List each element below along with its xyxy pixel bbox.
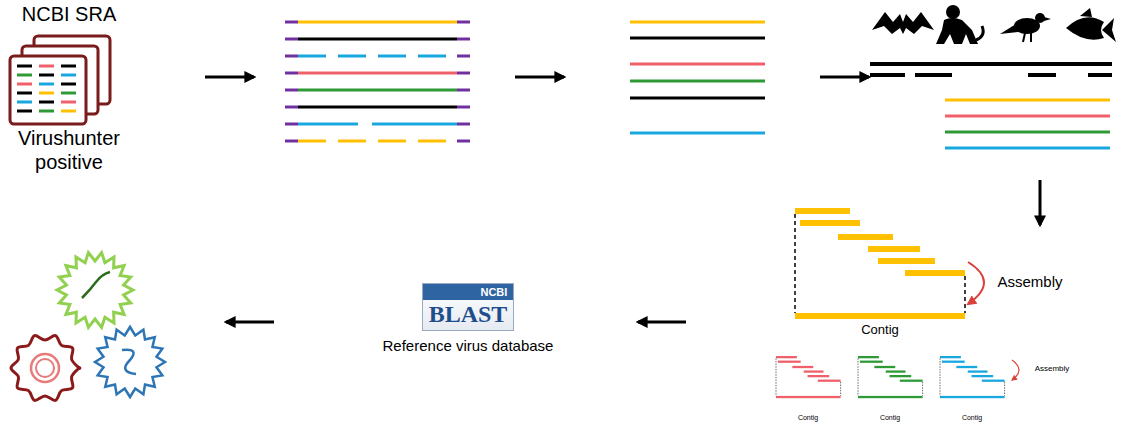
label-holder: Contig xyxy=(880,414,900,421)
source-title: NCBI SRA xyxy=(22,2,116,26)
database-caption: Reference virus database xyxy=(383,337,554,354)
label-holder: Assembly xyxy=(997,273,1062,290)
blast-node: NCBIBLAST Reference virus database xyxy=(383,283,554,354)
contig-label: Contig xyxy=(798,414,818,421)
source-caption: Virushunter positive xyxy=(4,126,134,174)
label-holder: Contig xyxy=(798,414,818,421)
step-label: Assembly xyxy=(997,273,1062,290)
read-dashes xyxy=(17,66,76,111)
assembly-arrow xyxy=(1012,360,1019,380)
sra-document-icon xyxy=(10,36,110,124)
clean-reads xyxy=(630,22,765,133)
logo-band: NCBI xyxy=(423,284,514,300)
contig-label: Contig xyxy=(880,414,900,421)
unmapped-reads xyxy=(945,100,1110,148)
assembly-panels xyxy=(776,208,1005,398)
host-genome-mapping xyxy=(870,64,1112,75)
assembly-arrow xyxy=(968,262,984,304)
contig-label: Contig xyxy=(962,414,982,421)
trimmed-reads xyxy=(285,22,470,141)
step-label: Assembly xyxy=(1035,364,1070,373)
flow-arrows xyxy=(205,77,1040,322)
host-silhouettes xyxy=(872,5,1116,44)
label-holder: Contig xyxy=(962,414,982,421)
source-node: NCBI SRA Virushunter positive xyxy=(4,2,134,174)
contig-label: Contig xyxy=(861,322,899,337)
virus-icons xyxy=(11,253,165,401)
label-holder: Contig xyxy=(861,322,899,337)
blast-logo: NCBIBLAST xyxy=(422,283,515,331)
label-holder: Assembly xyxy=(1035,364,1070,373)
logo-word: BLAST xyxy=(423,300,514,330)
